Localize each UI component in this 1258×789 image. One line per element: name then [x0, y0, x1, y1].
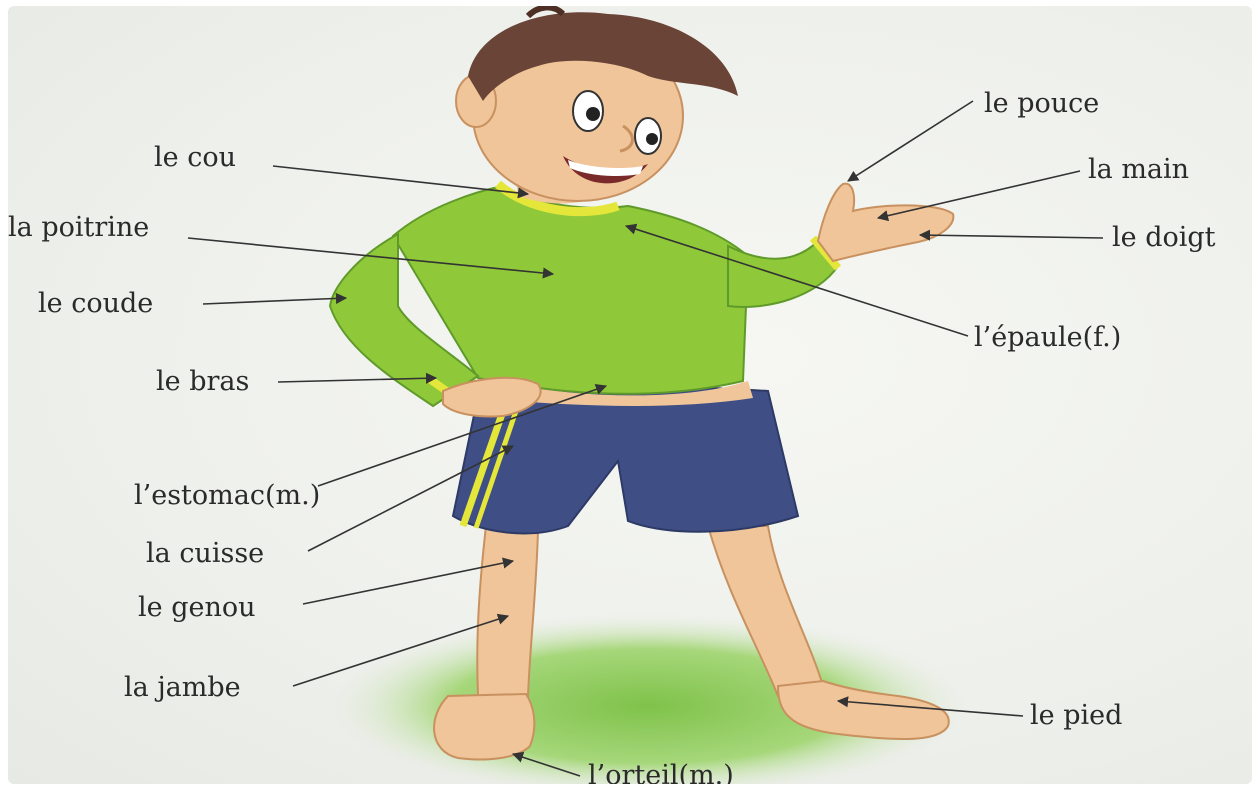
diagram-stage: le pouce le cou la main la poitrine le d…: [8, 6, 1252, 784]
label-la-main: la main: [1088, 156, 1189, 183]
label-le-doigt: le doigt: [1112, 224, 1216, 251]
label-la-cuisse: la cuisse: [146, 540, 264, 567]
line-le-cou: [273, 166, 528, 194]
left-leg: [477, 526, 538, 696]
label-le-pied: le pied: [1030, 702, 1122, 729]
label-l-estomac: l’estomac(m.): [134, 482, 320, 509]
label-le-genou: le genou: [138, 594, 256, 621]
line-la-main: [878, 171, 1080, 218]
label-la-jambe: la jambe: [124, 674, 241, 701]
right-hand: [818, 184, 953, 261]
label-le-bras: le bras: [156, 368, 249, 395]
label-la-poitrine: la poitrine: [8, 214, 149, 241]
label-le-cou: le cou: [154, 144, 236, 171]
left-foot: [434, 694, 534, 760]
label-le-pouce: le pouce: [984, 90, 1099, 117]
line-le-coude: [203, 298, 346, 304]
line-le-pouce: [848, 101, 973, 181]
pupil-right: [646, 133, 658, 145]
label-le-coude: le coude: [38, 290, 153, 317]
pupil-left: [586, 107, 600, 121]
label-l-orteil: l’orteil(m.): [588, 762, 734, 784]
label-l-epaule: l’épaule(f.): [974, 324, 1121, 351]
line-le-doigt: [920, 235, 1103, 238]
